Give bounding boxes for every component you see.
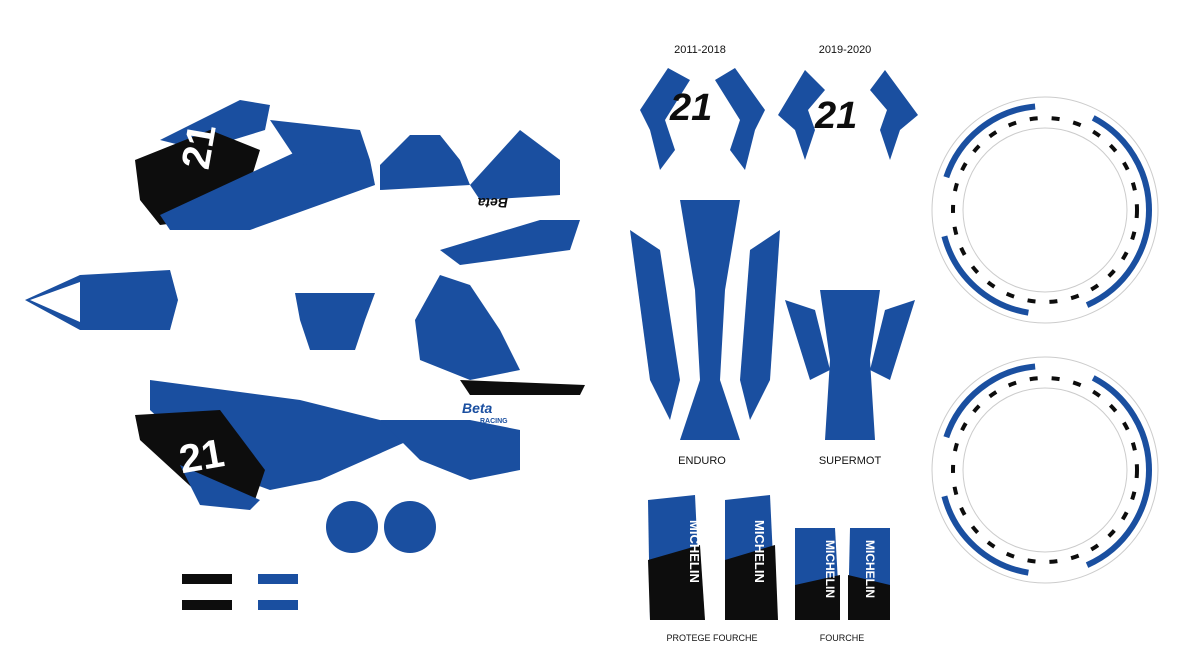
beta-logo: Beta: [462, 400, 493, 416]
airbox-decal: [295, 293, 375, 350]
rim-strip-lower: [931, 356, 1159, 584]
number-21-logo: 21: [174, 121, 225, 172]
lower-side-panel-decal: 21 Beta RACING: [135, 380, 585, 510]
fork-guard-protege-decal: MICHELIN MICHELIN: [648, 495, 778, 620]
michelin-logo: MICHELIN: [823, 540, 837, 598]
upper-side-panel-decal: 21 Beta: [135, 100, 560, 230]
fork-guard-fourche-decal: MICHELIN MICHELIN: [795, 528, 890, 620]
racing-logo: RACING: [480, 418, 508, 425]
shroud-decal: [440, 220, 580, 265]
rim-strip-upper: [931, 96, 1159, 324]
number-21-logo: 21: [176, 431, 227, 482]
number-plate-2019-2020: 21: [778, 70, 918, 160]
tank-decal: [25, 270, 178, 330]
number-21-logo: 21: [814, 95, 857, 137]
protege-fourche-label: PROTEGE FOURCHE: [666, 633, 758, 643]
radiator-decal: [415, 275, 520, 380]
number-21-logo: 21: [669, 87, 712, 129]
hub-disc-decal: [326, 501, 378, 553]
michelin-logo: MICHELIN: [863, 540, 877, 598]
plate-2011-2018-label: 2011-2018: [674, 44, 726, 56]
fourche-label: FOURCHE: [819, 633, 865, 643]
plate-2019-2020-label: 2019-2020: [818, 44, 872, 56]
beta-logo: Beta: [477, 195, 508, 211]
michelin-logo: MICHELIN: [752, 520, 767, 583]
michelin-logo: MICHELIN: [687, 520, 702, 583]
supermot-label: SUPERMOT: [818, 455, 882, 467]
supermoto-fender-decal: [785, 290, 915, 440]
small-stickers: [182, 574, 298, 610]
hub-disc-decal: [384, 501, 436, 553]
number-plate-2011-2018: 21: [640, 68, 765, 170]
enduro-label: ENDURO: [678, 455, 726, 467]
enduro-fender-decal: [630, 200, 780, 440]
